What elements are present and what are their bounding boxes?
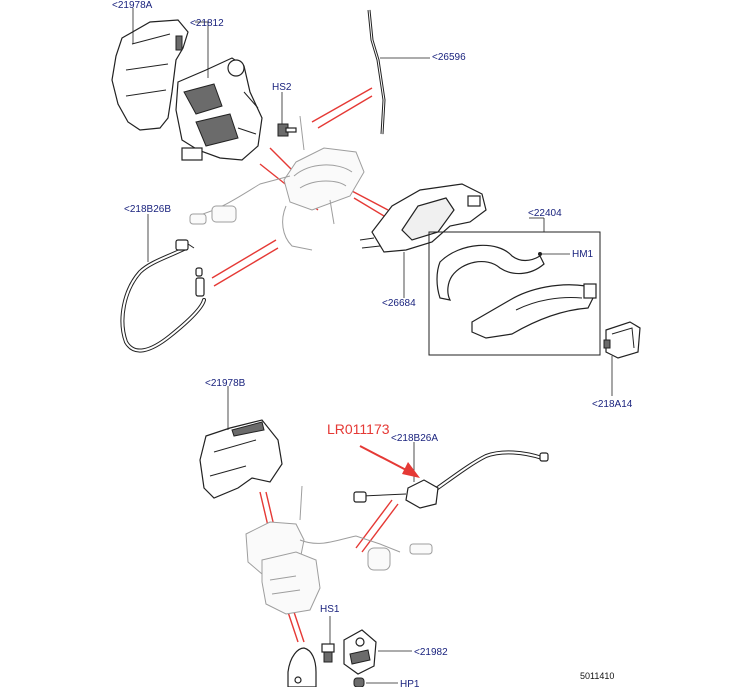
part-26596-rod[interactable] — [367, 9, 386, 135]
part-26684-handle-bracket[interactable] — [359, 183, 487, 253]
ghost-handle-assembly — [189, 115, 365, 251]
callout-218a14: <218A14 — [592, 399, 633, 410]
part-hs1-screw[interactable] — [321, 643, 335, 663]
callout-22404: <22404 — [528, 208, 562, 219]
callout-hp1: HP1 — [400, 679, 420, 687]
part-218b26a-cable[interactable] — [353, 450, 549, 509]
callout-21978a: <21978A — [112, 0, 153, 11]
part-21982-striker[interactable] — [343, 629, 377, 675]
part-21978a-cover[interactable] — [111, 19, 189, 131]
callout-26596: <26596 — [432, 52, 466, 63]
highlight-part-number: LR011173 — [327, 421, 390, 437]
figure-number: 5011410 — [580, 671, 614, 681]
part-22404-handle-kit[interactable] — [428, 231, 601, 356]
part-21812-door-latch[interactable] — [175, 57, 263, 161]
part-hs2-screw[interactable] — [277, 123, 297, 137]
part-218a14-cap[interactable] — [603, 321, 641, 359]
callout-218b26b: <218B26B — [124, 204, 171, 215]
callout-hs1: HS1 — [320, 604, 340, 615]
callout-218b26a: <218B26A — [391, 433, 438, 444]
callout-21982: <21982 — [414, 647, 448, 658]
callout-hs2: HS2 — [272, 82, 292, 93]
callout-26684: <26684 — [382, 298, 416, 309]
part-218b26b-cable[interactable] — [120, 239, 206, 353]
callout-21812: <21812 — [190, 18, 224, 29]
part-hp1-plug[interactable] — [353, 677, 365, 687]
callout-hm1: HM1 — [572, 249, 594, 260]
ghost-latch-assembly — [245, 485, 433, 615]
part-striker-plate[interactable] — [287, 647, 317, 687]
callout-21978b: <21978B — [205, 378, 246, 389]
part-hm1-marker[interactable] — [538, 252, 542, 256]
part-21978b-cover[interactable] — [199, 419, 283, 499]
highlight-arrow — [359, 445, 420, 478]
